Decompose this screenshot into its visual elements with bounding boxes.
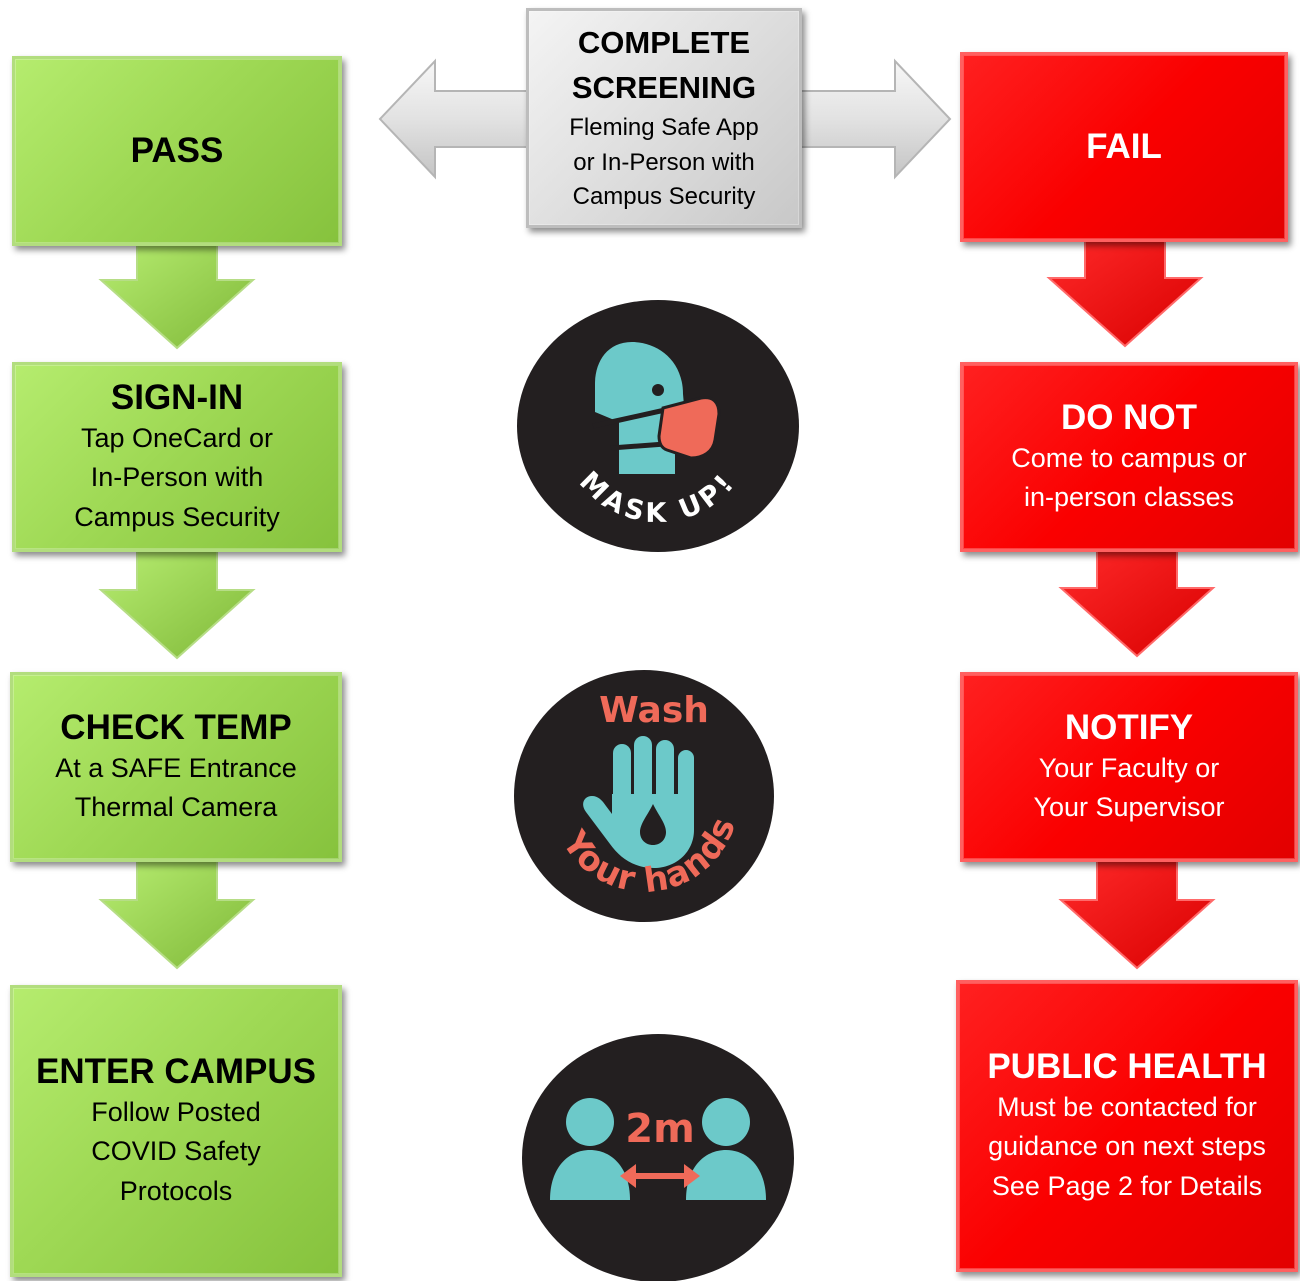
sign-in-text-line3: Campus Security bbox=[74, 501, 280, 532]
do-not-text-line2: in-person classes bbox=[1023, 482, 1235, 512]
pass-arrow-down-2 bbox=[98, 547, 256, 660]
check-temp-text-line1: At a SAFE Entrance bbox=[55, 752, 297, 783]
mask-up-badge: MASK UP! bbox=[517, 300, 799, 552]
enter-campus-box: ENTER CAMPUS Follow Posted COVID Safety … bbox=[10, 985, 342, 1277]
double-arrow-icon bbox=[620, 1164, 700, 1188]
masked-head-icon bbox=[592, 342, 721, 474]
fail-box: FAIL bbox=[960, 52, 1288, 242]
fail-arrow-down-1 bbox=[1046, 235, 1204, 348]
pass-arrow-down-1 bbox=[98, 237, 256, 350]
do-not-title: DO NOT bbox=[1060, 397, 1198, 437]
notify-text-line1: Your Faculty or bbox=[1038, 752, 1220, 783]
hand-icon bbox=[583, 736, 694, 868]
screening-text-line1: Fleming Safe App bbox=[569, 113, 759, 141]
pass-arrow-down-3 bbox=[98, 857, 256, 970]
check-temp-title: CHECK TEMP bbox=[60, 707, 292, 747]
enter-campus-text-line3: Protocols bbox=[119, 1175, 233, 1206]
sign-in-box: SIGN-IN Tap OneCard or In-Person with Ca… bbox=[12, 362, 342, 552]
screening-title-line1: COMPLETE bbox=[577, 24, 751, 60]
enter-campus-text-line2: COVID Safety bbox=[91, 1136, 261, 1167]
distancing-badge: 2m bbox=[522, 1034, 794, 1281]
do-not-box: DO NOT Come to campus or in-person class… bbox=[960, 362, 1298, 552]
check-temp-box: CHECK TEMP At a SAFE Entrance Thermal Ca… bbox=[10, 672, 342, 862]
sign-in-text-line2: In-Person with bbox=[90, 462, 264, 493]
wash-hands-badge: Wash Your hands bbox=[514, 670, 774, 922]
person-right-icon bbox=[686, 1098, 766, 1200]
enter-campus-text-line1: Follow Posted bbox=[91, 1097, 261, 1128]
fail-arrow-down-3 bbox=[1058, 857, 1216, 970]
distance-text: 2m bbox=[625, 1106, 695, 1152]
public-health-title: PUBLIC HEALTH bbox=[987, 1047, 1267, 1087]
check-temp-text-line2: Thermal Camera bbox=[74, 792, 278, 822]
wash-text: Wash bbox=[599, 690, 709, 731]
public-health-text-line2: guidance on next steps bbox=[988, 1131, 1266, 1162]
sign-in-title: SIGN-IN bbox=[110, 378, 244, 418]
public-health-text-line3: See Page 2 for Details bbox=[991, 1170, 1263, 1201]
screening-title-line2: SCREENING bbox=[571, 69, 757, 105]
sign-in-text-line1: Tap OneCard or bbox=[80, 423, 274, 454]
enter-campus-title: ENTER CAMPUS bbox=[35, 1052, 317, 1092]
public-health-text-line1: Must be contacted for bbox=[997, 1092, 1257, 1123]
notify-text-line2: Your Supervisor bbox=[1033, 792, 1225, 822]
screening-text-line2: or In-Person with bbox=[573, 148, 755, 176]
pass-box: PASS bbox=[12, 56, 342, 246]
do-not-text-line1: Come to campus or bbox=[1011, 442, 1247, 473]
screening-box: COMPLETE SCREENING Fleming Safe App or I… bbox=[526, 8, 802, 228]
fail-arrow-down-2 bbox=[1058, 545, 1216, 658]
notify-box: NOTIFY Your Faculty or Your Supervisor bbox=[960, 672, 1298, 862]
screening-text-line3: Campus Security bbox=[572, 183, 756, 211]
pass-title: PASS bbox=[130, 131, 224, 170]
fail-title: FAIL bbox=[1086, 127, 1162, 166]
person-left-icon bbox=[550, 1098, 630, 1200]
public-health-box: PUBLIC HEALTH Must be contacted for guid… bbox=[956, 980, 1298, 1272]
notify-title: NOTIFY bbox=[1064, 707, 1194, 747]
